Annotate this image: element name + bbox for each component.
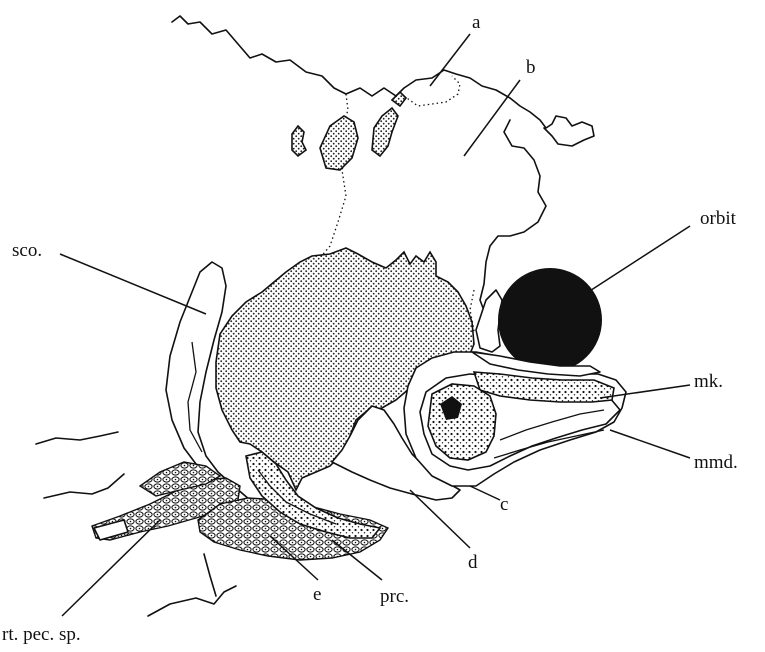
loose-line-left: [36, 432, 118, 444]
loose-line-lower-left: [44, 474, 124, 498]
leader-c: [470, 486, 500, 500]
label-mk: mk.: [694, 371, 723, 392]
leader-orbit: [582, 226, 690, 296]
label-rt-pec-sp: rt. pec. sp.: [2, 624, 81, 645]
leader-sco: [60, 254, 206, 314]
label-e: e: [313, 584, 321, 605]
leader-a: [430, 34, 470, 86]
fragment-right: [372, 108, 398, 156]
label-orbit: orbit: [700, 208, 737, 229]
label-mmd: mmd.: [694, 452, 738, 473]
orbit-disc: [498, 268, 602, 372]
label-a: a: [472, 12, 481, 33]
fragment-small: [292, 126, 306, 156]
label-c: c: [500, 494, 508, 515]
loose-line-bottom: [148, 586, 236, 616]
bone-a-outline: [404, 76, 460, 106]
fragment-middle: [320, 116, 358, 170]
leader-mmd: [610, 430, 690, 458]
mandible-dermal: [428, 384, 496, 460]
label-b: b: [526, 57, 536, 78]
label-sco: sco.: [12, 240, 42, 261]
label-d: d: [468, 552, 478, 573]
label-prc: prc.: [380, 586, 409, 607]
loose-line-bottom-2: [204, 554, 216, 596]
